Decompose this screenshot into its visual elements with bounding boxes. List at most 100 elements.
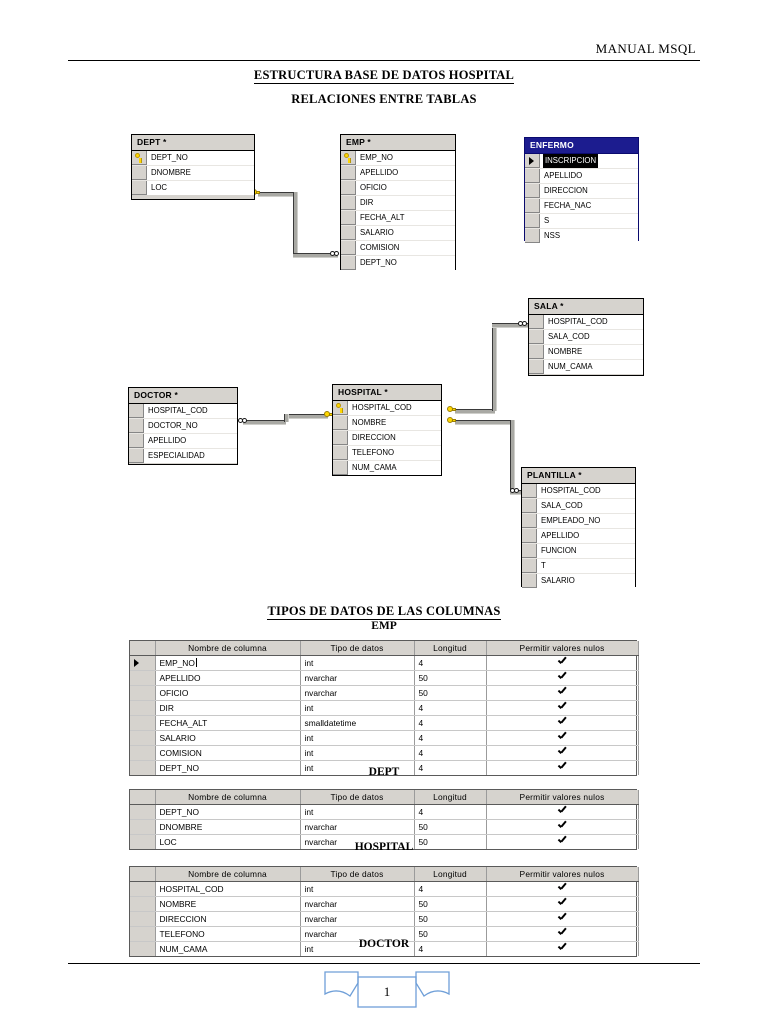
row-selector[interactable] [130,670,156,686]
cell-column-name[interactable]: FECHA_ALT [155,715,301,731]
cell-column-name[interactable]: EMP_NO [155,655,301,671]
cell-column-name[interactable]: APELLIDO [155,670,301,686]
datatype-grid-dept[interactable]: Nombre de columna Tipo de datos Longitud… [129,789,639,850]
er-field-row[interactable]: LOC [132,181,254,195]
row-selector[interactable] [130,941,156,956]
table-row[interactable]: DNOMBRE nvarchar 50 [130,819,639,835]
er-field-row[interactable]: NUM_CAMA [529,360,643,374]
cell-data-type[interactable]: int [300,655,415,671]
row-selector[interactable] [130,819,156,835]
cell-nullable[interactable] [486,700,639,716]
er-field-row[interactable]: SALA_COD [529,330,643,345]
er-table-sala[interactable]: SALA * HOSPITAL_COD SALA_COD NOMBRE NUM_… [528,298,644,376]
cell-column-name[interactable]: COMISION [155,745,301,761]
row-selector[interactable] [130,700,156,716]
cell-nullable[interactable] [486,911,639,927]
cell-column-name[interactable]: SALARIO [155,730,301,746]
cell-length[interactable]: 50 [414,911,487,927]
er-table-emp[interactable]: EMP * EMP_NO APELLIDO OFICIO [340,134,456,270]
datatype-grid-emp[interactable]: Nombre de columna Tipo de datos Longitud… [129,640,639,776]
er-field-row[interactable]: DIRECCION [525,184,638,199]
cell-nullable[interactable] [486,896,639,912]
cell-column-name[interactable]: TELEFONO [155,926,301,942]
er-table-doctor[interactable]: DOCTOR * HOSPITAL_COD DOCTOR_NO APELLIDO… [128,387,238,465]
column-header-length[interactable]: Longitud [414,867,487,882]
er-field-row[interactable]: T [522,559,635,574]
column-header-name[interactable]: Nombre de columna [155,790,301,805]
cell-length[interactable]: 4 [414,745,487,761]
cell-length[interactable]: 50 [414,819,487,835]
row-selector[interactable] [130,655,156,671]
er-field-row[interactable]: ESPECIALIDAD [129,449,237,463]
cell-data-type[interactable]: nvarchar [300,926,415,942]
row-selector[interactable] [130,896,156,912]
cell-column-name[interactable]: OFICIO [155,685,301,701]
cell-data-type[interactable]: smalldatetime [300,715,415,731]
cell-length[interactable]: 4 [414,730,487,746]
row-selector[interactable] [130,730,156,746]
er-field-row[interactable]: FECHA_NAC [525,199,638,214]
column-header-nullable[interactable]: Permitir valores nulos [486,867,639,882]
cell-nullable[interactable] [486,730,639,746]
er-field-row[interactable]: DIR [341,196,455,211]
cell-data-type[interactable]: nvarchar [300,834,415,849]
er-field-row[interactable]: NOMBRE [333,416,441,431]
er-table-enfermo[interactable]: ENFERMO INSCRIPCION APELLIDO DIRECCION [524,137,639,243]
cell-data-type[interactable]: nvarchar [300,685,415,701]
column-header-nullable[interactable]: Permitir valores nulos [486,641,639,656]
row-selector[interactable] [130,804,156,820]
cell-length[interactable]: 4 [414,941,487,956]
er-table-dept[interactable]: DEPT * DEPT_NO DNOMBRE LOC [131,134,255,200]
er-field-row[interactable]: DEPT_NO [132,151,254,166]
row-selector[interactable] [130,715,156,731]
row-selector[interactable] [130,745,156,761]
cell-length[interactable]: 50 [414,670,487,686]
er-table-hospital[interactable]: HOSPITAL * HOSPITAL_COD NOMBRE DIRECCION [332,384,442,476]
cell-column-name[interactable]: NUM_CAMA [155,941,301,956]
er-field-row[interactable]: APELLIDO [341,166,455,181]
cell-length[interactable]: 50 [414,685,487,701]
cell-nullable[interactable] [486,670,639,686]
cell-nullable[interactable] [486,881,639,897]
cell-column-name[interactable]: DNOMBRE [155,819,301,835]
table-row[interactable]: DEPT_NO int 4 [130,804,639,820]
cell-data-type[interactable]: int [300,881,415,897]
er-field-row[interactable]: SALA_COD [522,499,635,514]
table-row[interactable]: DIR int 4 [130,700,639,716]
column-header-name[interactable]: Nombre de columna [155,867,301,882]
table-row[interactable]: LOC nvarchar 50 [130,834,639,849]
cell-data-type[interactable]: nvarchar [300,911,415,927]
cell-column-name[interactable]: HOSPITAL_COD [155,881,301,897]
er-field-row[interactable]: DOCTOR_NO [129,419,237,434]
cell-data-type[interactable]: int [300,760,415,775]
er-field-row[interactable]: S [525,214,638,229]
cell-column-name[interactable]: LOC [155,834,301,849]
cell-length[interactable]: 4 [414,700,487,716]
cell-length[interactable]: 4 [414,715,487,731]
column-header-type[interactable]: Tipo de datos [300,867,415,882]
cell-data-type[interactable]: int [300,745,415,761]
table-row[interactable]: NUM_CAMA int 4 [130,941,639,956]
er-field-row[interactable]: NSS [525,229,638,243]
cell-length[interactable]: 4 [414,804,487,820]
table-row[interactable]: DIRECCION nvarchar 50 [130,911,639,927]
er-field-row[interactable]: APELLIDO [522,529,635,544]
cell-data-type[interactable]: int [300,730,415,746]
cell-length[interactable]: 4 [414,881,487,897]
cell-data-type[interactable]: int [300,804,415,820]
row-selector[interactable] [130,926,156,942]
cell-nullable[interactable] [486,715,639,731]
table-row[interactable]: APELLIDO nvarchar 50 [130,670,639,686]
er-field-row[interactable]: FECHA_ALT [341,211,455,226]
cell-column-name[interactable]: DIR [155,700,301,716]
column-header-type[interactable]: Tipo de datos [300,641,415,656]
column-header-length[interactable]: Longitud [414,641,487,656]
cell-nullable[interactable] [486,804,639,820]
er-field-row[interactable]: DIRECCION [333,431,441,446]
row-selector[interactable] [130,911,156,927]
table-row[interactable]: EMP_NO int 4 [130,655,639,671]
er-field-row[interactable]: SALARIO [522,574,635,588]
er-field-row[interactable]: APELLIDO [129,434,237,449]
cell-column-name[interactable]: DIRECCION [155,911,301,927]
table-row[interactable]: COMISION int 4 [130,745,639,761]
